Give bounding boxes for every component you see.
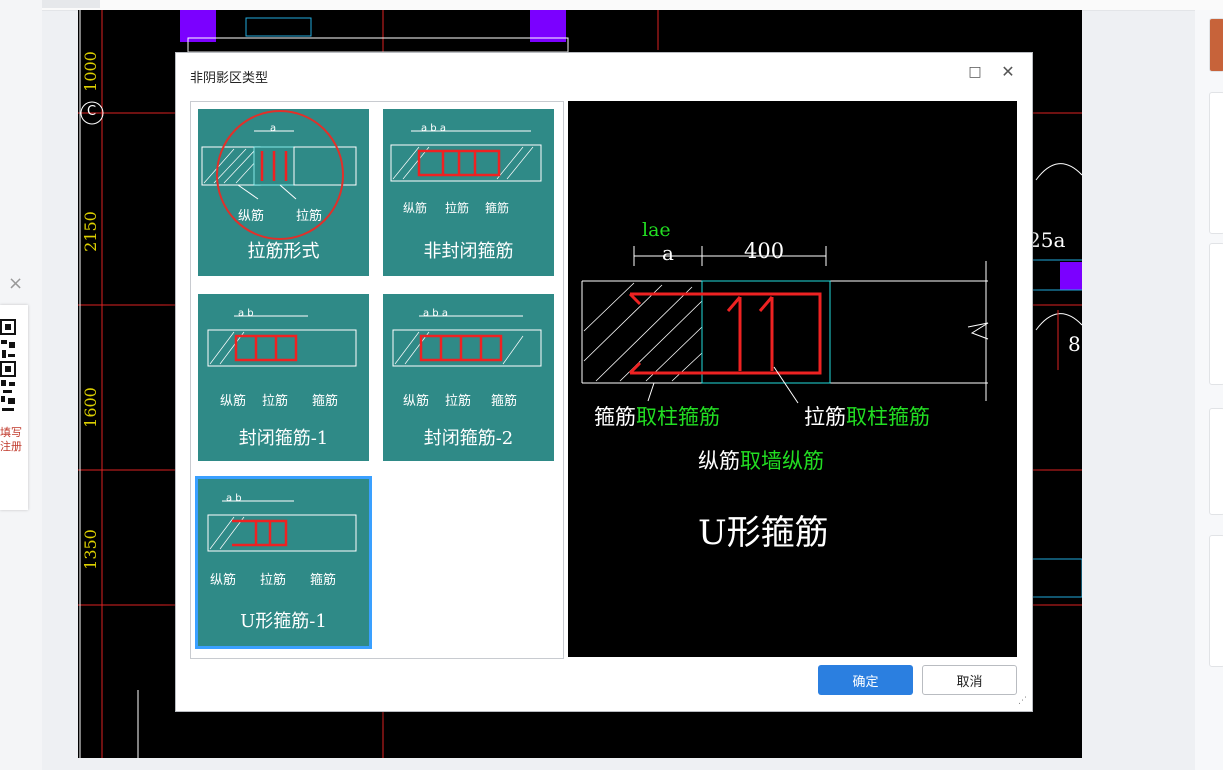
dim-label: 1600 <box>80 387 100 428</box>
u-stirrup-preview-diagram <box>581 246 989 404</box>
dim-label: 1350 <box>80 529 100 570</box>
preview-stirrup-label: 箍筋取柱箍筋 <box>594 401 720 431</box>
preview-dim-a: a <box>662 241 674 265</box>
preview-tie-suffix: 取柱箍筋 <box>846 405 930 429</box>
tile-dim: a b <box>238 308 254 319</box>
tile-dim: a b a <box>423 308 448 319</box>
resize-grip-icon[interactable]: ⋰ <box>1018 696 1027 706</box>
dim-label: 1000 <box>80 51 100 92</box>
preview-stirrup-suffix: 取柱箍筋 <box>636 405 720 429</box>
tile-dim: a b a <box>421 123 446 134</box>
option-tile-open-stirrup[interactable]: a b a 纵筋 拉筋 箍筋 非封闭箍筋 <box>383 109 554 276</box>
option-grid: a 纵筋 拉筋 拉筋形式 a b a 纵筋 拉筋 箍筋 非封闭箍筋 <box>190 101 564 659</box>
cad-text: 25a <box>1028 228 1066 252</box>
cancel-button[interactable]: 取消 <box>922 665 1017 695</box>
closed-stirrup-2-diagram <box>392 315 542 367</box>
qr-code-icon <box>0 318 18 422</box>
promo-text[interactable]: 填写 注册 <box>0 426 22 453</box>
option-tile-closed-stirrup-1[interactable]: a b 纵筋 拉筋 箍筋 封闭箍筋-1 <box>198 294 369 461</box>
tile-caption: 纵筋 <box>220 394 247 409</box>
close-icon[interactable]: ✕ <box>1001 62 1015 81</box>
tile-caption: 拉筋 <box>260 573 287 588</box>
option-tile-u-stirrup-1[interactable]: a b 纵筋 拉筋 箍筋 U形箍筋-1 <box>195 476 372 649</box>
maximize-icon[interactable]: □ <box>968 64 982 80</box>
tile-label: 非封闭箍筋 <box>423 241 514 262</box>
preview-stirrup-prefix: 箍筋 <box>594 405 636 429</box>
promo-close-icon[interactable]: × <box>8 273 24 294</box>
tile-label: 封闭箍筋-1 <box>238 428 329 449</box>
preview-long-label: 纵筋取墙纵筋 <box>698 445 824 475</box>
right-ad-card[interactable] <box>1209 18 1223 72</box>
preview-long-suffix: 取墙纵筋 <box>740 449 824 473</box>
tile-caption: 纵筋 <box>238 209 265 224</box>
shading-type-dialog: 非阴影区类型 □ ✕ a 纵筋 拉筋 拉筋形式 <box>175 52 1033 712</box>
preview-long-prefix: 纵筋 <box>698 449 740 473</box>
tile-caption: 箍筋 <box>310 573 337 588</box>
tile-caption: 箍筋 <box>485 201 510 215</box>
tile-label: 封闭箍筋-2 <box>423 428 514 449</box>
right-ad-card[interactable] <box>1209 535 1223 667</box>
ok-button[interactable]: 确定 <box>818 665 913 695</box>
tile-label: U形箍筋-1 <box>240 611 327 632</box>
tile-caption: 纵筋 <box>403 201 428 215</box>
dim-label: 2150 <box>80 211 100 252</box>
preview-dim-400: 400 <box>744 239 785 263</box>
tile-dim: a b <box>226 493 242 504</box>
right-ad-card[interactable] <box>1209 243 1223 385</box>
open-stirrup-diagram <box>390 130 542 182</box>
option-tile-closed-stirrup-2[interactable]: a b a 纵筋 拉筋 箍筋 封闭箍筋-2 <box>383 294 554 461</box>
tile-caption: 箍筋 <box>491 394 518 409</box>
right-ad-card[interactable] <box>1209 408 1223 515</box>
closed-stirrup-1-diagram <box>207 315 357 367</box>
browser-tab[interactable] <box>0 0 100 8</box>
tile-caption: 纵筋 <box>403 394 430 409</box>
u-stirrup-1-diagram <box>207 500 357 552</box>
preview-tie-label: 拉筋取柱箍筋 <box>804 401 930 431</box>
tile-caption: 拉筋 <box>445 394 472 409</box>
preview-pane: lae a 400 箍筋取柱箍筋 拉筋取柱箍筋 纵筋取墙纵筋 U形箍筋 <box>568 101 1017 657</box>
tile-dim: a <box>270 123 277 134</box>
preview-tie-prefix: 拉筋 <box>804 405 846 429</box>
axis-label: C <box>87 104 97 119</box>
right-ad-card[interactable] <box>1209 92 1223 234</box>
tile-label: 拉筋形式 <box>247 241 320 262</box>
tile-caption: 拉筋 <box>262 394 289 409</box>
tile-caption: 纵筋 <box>210 573 237 588</box>
tile-caption: 箍筋 <box>312 394 339 409</box>
tile-caption: 拉筋 <box>445 201 470 215</box>
dialog-title: 非阴影区类型 <box>190 71 269 86</box>
preview-title: U形箍筋 <box>698 513 829 553</box>
tile-caption: 拉筋 <box>296 209 323 224</box>
tie-bar-diagram <box>201 110 357 240</box>
cad-text: 8 <box>1068 332 1081 356</box>
option-tile-tie-bar[interactable]: a 纵筋 拉筋 拉筋形式 <box>198 109 369 276</box>
preview-lae: lae <box>642 219 671 241</box>
